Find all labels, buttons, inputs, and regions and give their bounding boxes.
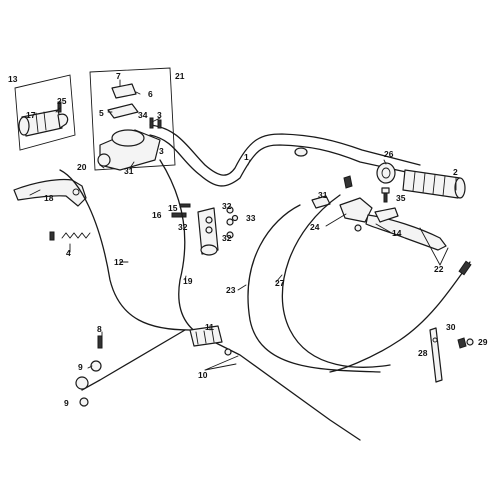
cable-27 [281, 194, 391, 368]
cable-22 [329, 260, 472, 373]
throttle-ring [376, 162, 396, 184]
callout-11: 11 [205, 322, 214, 332]
callout-24: 24 [310, 222, 320, 232]
callout-32a: 32 [222, 201, 232, 211]
callout-21: 21 [175, 71, 185, 81]
callout-14: 14 [392, 228, 402, 238]
leader-lines [29, 79, 457, 371]
callout-3b: 3 [159, 146, 164, 156]
callout-3a: 3 [157, 110, 162, 120]
callout-13: 13 [8, 74, 18, 84]
callout-18: 18 [44, 193, 54, 203]
callout-31a: 31 [124, 166, 134, 176]
callout-20: 20 [77, 162, 87, 172]
right-grip [402, 169, 466, 199]
front-brake-cable [59, 169, 191, 391]
callout-32b: 32 [178, 222, 188, 232]
left-switch-inset [14, 74, 76, 151]
callout-23: 23 [226, 285, 236, 295]
callout-27: 27 [275, 278, 285, 288]
right-brake-lever [339, 197, 447, 251]
right-clamp [311, 175, 353, 209]
callout-1: 1 [244, 152, 249, 162]
callout-34: 34 [138, 110, 148, 120]
callout-9a: 9 [78, 362, 83, 372]
callout-10: 10 [198, 370, 208, 380]
left-lever [13, 178, 87, 207]
callout-12: 12 [114, 257, 124, 267]
callout-29: 29 [478, 337, 488, 347]
master-cylinder-inset [89, 67, 176, 171]
callout-26: 26 [384, 149, 394, 159]
callout-17: 17 [26, 110, 36, 120]
banjo-fittings [75, 335, 103, 407]
callout-19: 19 [183, 276, 193, 286]
cable-connector [189, 325, 232, 356]
callout-32c: 32 [222, 233, 232, 243]
callout-15: 15 [168, 203, 178, 213]
handlebar-tube [149, 124, 421, 187]
bolt-35 [381, 187, 390, 203]
callout-6: 6 [148, 89, 153, 99]
callout-16: 16 [152, 210, 162, 220]
callout-22: 22 [434, 264, 444, 274]
callout-28: 28 [418, 348, 428, 358]
callout-8: 8 [97, 324, 102, 334]
callout-33: 33 [246, 213, 256, 223]
callout-5: 5 [99, 108, 104, 118]
callout-7: 7 [116, 71, 121, 81]
callout-35: 35 [396, 193, 406, 203]
center-bracket [171, 203, 239, 256]
spring-4 [49, 231, 91, 241]
callout-9b: 9 [64, 398, 69, 408]
callout-25: 25 [57, 96, 67, 106]
callout-31b: 31 [318, 190, 328, 200]
callout-30: 30 [446, 322, 456, 332]
cable-23 [247, 204, 381, 373]
callout-2: 2 [453, 167, 458, 177]
callout-4: 4 [66, 248, 71, 258]
bracket-28 [429, 327, 474, 383]
callout-labels: 1 2 3 3 4 5 6 7 8 9 9 10 11 12 13 14 15 … [8, 71, 488, 408]
